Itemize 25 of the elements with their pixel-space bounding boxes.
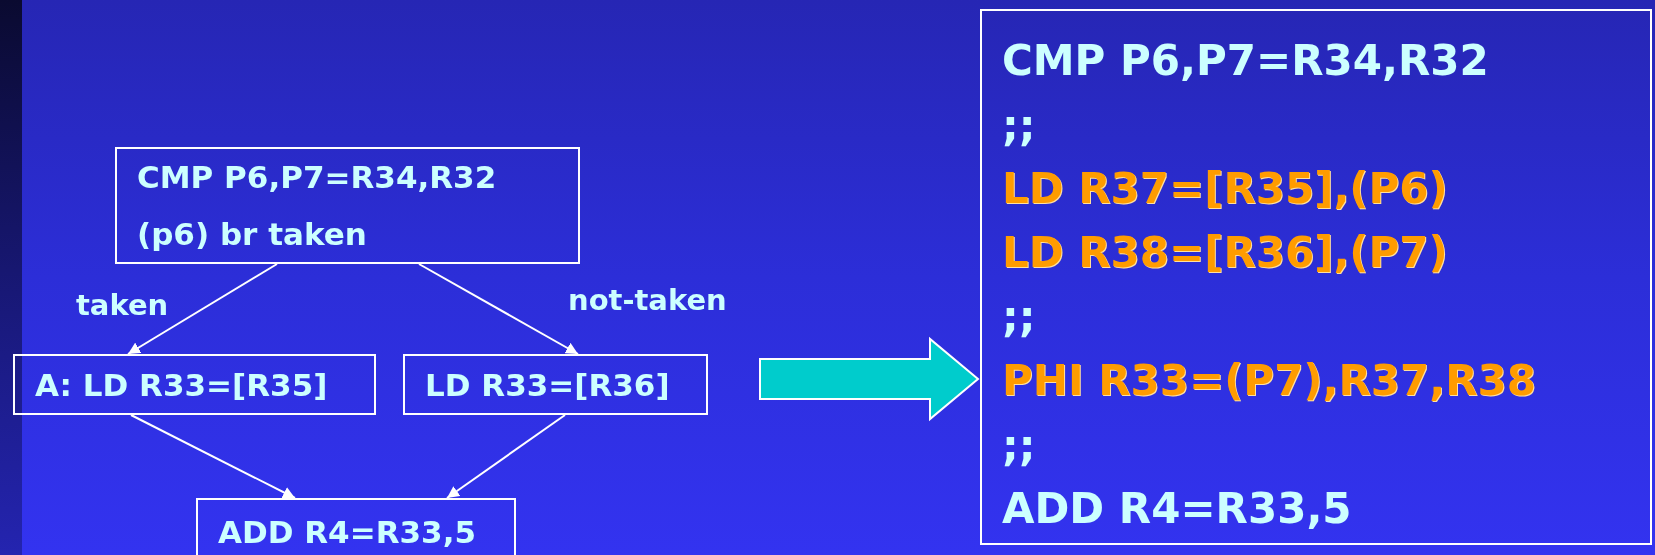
code-line: A: LD R33=[R35] bbox=[35, 365, 329, 405]
code-box bbox=[403, 354, 708, 415]
code-line: ;; bbox=[1002, 291, 1037, 343]
arrow bbox=[446, 414, 566, 499]
code-line: ;; bbox=[1002, 100, 1037, 152]
code-line: CMP P6,P7=R34,R32 bbox=[1002, 35, 1490, 87]
code-line: CMP P6,P7=R34,R32 bbox=[137, 157, 498, 197]
code-line: ;; bbox=[1002, 420, 1037, 472]
code-box bbox=[196, 498, 516, 555]
code-line: ADD R4=R33,5 bbox=[1002, 483, 1353, 535]
code-line: ADD R4=R33,5 bbox=[218, 513, 478, 552]
code-box bbox=[115, 147, 580, 264]
code-line: (p6) br taken bbox=[137, 214, 368, 254]
arrow bbox=[127, 263, 278, 355]
edge-label: not-taken bbox=[568, 283, 727, 317]
code-box bbox=[980, 9, 1652, 545]
code-line: LD R33=[R36] bbox=[425, 365, 671, 405]
arrow bbox=[418, 263, 579, 355]
code-line: PHI R33=(P7),R37,R38 bbox=[1002, 355, 1538, 407]
code-line: LD R38=[R36],(P7) bbox=[1002, 227, 1449, 279]
code-box bbox=[13, 354, 376, 415]
code-line: LD R37=[R35],(P6) bbox=[1002, 163, 1449, 215]
arrow bbox=[130, 414, 296, 499]
edge-label: taken bbox=[76, 288, 169, 322]
block-arrow bbox=[759, 336, 980, 422]
